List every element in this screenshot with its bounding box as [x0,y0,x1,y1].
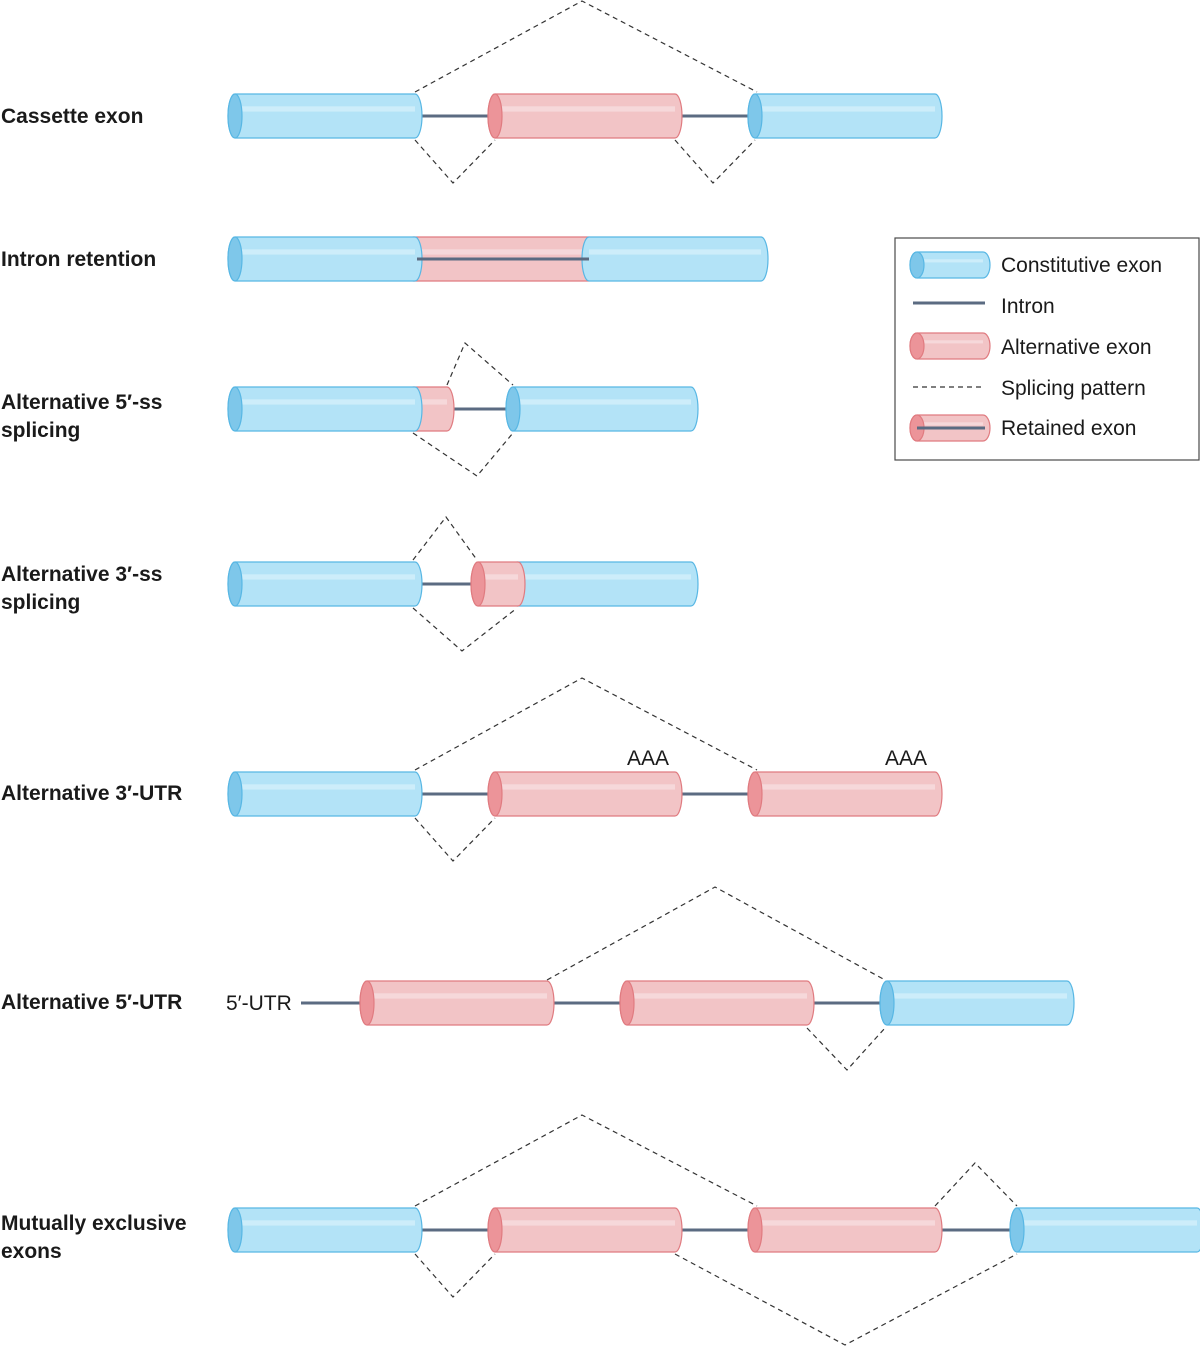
row-label-intron-retention: Intron retention [1,248,156,271]
mxe-exon-1 [227,1207,423,1253]
splice-alt3utr-distal [414,677,758,771]
alt5ss-exon-1 [227,386,423,432]
row-label-alt-3ss-line1: Alternative 3′-ss [1,563,162,586]
splice-alt3ss-long [412,607,518,652]
alt3utr-exon-alt-1 [487,771,683,817]
splice-mxe-bottom-b [674,1253,1018,1346]
splice-mxe-top-a [414,1114,758,1207]
alt3ss-exon-2 [509,561,699,607]
alt5utr-exon-alt-2 [619,980,815,1026]
row-label-alt-5ss-line1: Alternative 5′-ss [1,391,162,414]
row-label-alt-3utr: Alternative 3′-UTR [1,782,182,805]
row-label-mutually-exclusive-line2: exons [1,1240,62,1263]
cassette-exon-1 [227,93,423,139]
row-label-cassette-exon: Cassette exon [1,105,143,128]
mxe-exon-alt-1 [487,1207,683,1253]
polya-label-2: AAA [885,747,927,770]
splice-alt5ss-short [412,432,514,477]
legend-label-constitutive: Constitutive exon [1001,254,1162,277]
legend-label-intron: Intron [1001,295,1055,318]
ir-exon-1 [227,236,423,282]
splicing-patterns [412,0,1018,1346]
alt5utr-exon-const [879,980,1075,1026]
alt3utr-exon-1 [227,771,423,817]
legend-label-alternative: Alternative exon [1001,336,1152,359]
splice-alt5utr-first [546,886,886,981]
legend-alternative-swatch [909,332,991,360]
splice-cassette-inc2 [674,139,756,184]
splice-cassette-skip [414,0,758,93]
legend: Constitutive exon Intron Alternative exo… [894,237,1200,461]
splice-alt3ss-short [412,515,478,561]
alt5ss-exon-2 [505,386,699,432]
cassette-exon-2 [747,93,943,139]
splice-mxe-bottom-a [414,1253,496,1298]
polya-label-1: AAA [627,747,669,770]
row-label-alt-5utr: Alternative 5′-UTR [1,991,182,1014]
splice-alt5utr-second [806,1027,886,1071]
cassette-exon-alt [487,93,683,139]
introns [301,114,1017,1232]
row-label-alt-3ss-line2: splicing [1,591,80,614]
row-label-alt-5ss-line2: splicing [1,419,80,442]
alt5utr-exon-alt-1 [359,980,555,1026]
row-labels: Cassette exon Intron retention Alternati… [1,105,187,1263]
alt3utr-exon-alt-2 [747,771,943,817]
exons [227,93,1200,1253]
legend-label-retained: Retained exon [1001,417,1136,440]
splice-mxe-top-b [934,1162,1018,1207]
mxe-exon-alt-2 [747,1207,943,1253]
splice-alt5ss-long [446,342,514,386]
splice-alt3utr-proximal [414,817,496,862]
splice-cassette-inc1 [414,139,496,184]
five-utr-label: 5′-UTR [226,992,292,1015]
alt3ss-exon-1 [227,561,423,607]
ir-exon-2 [581,236,769,282]
legend-constitutive-swatch [909,251,991,279]
legend-label-splice: Splicing pattern [1001,377,1146,400]
row-label-mutually-exclusive-line1: Mutually exclusive [1,1212,187,1235]
mxe-exon-2 [1009,1207,1200,1253]
alt3ss-ext [470,561,526,607]
annotations: AAA AAA 5′-UTR [226,747,927,1015]
